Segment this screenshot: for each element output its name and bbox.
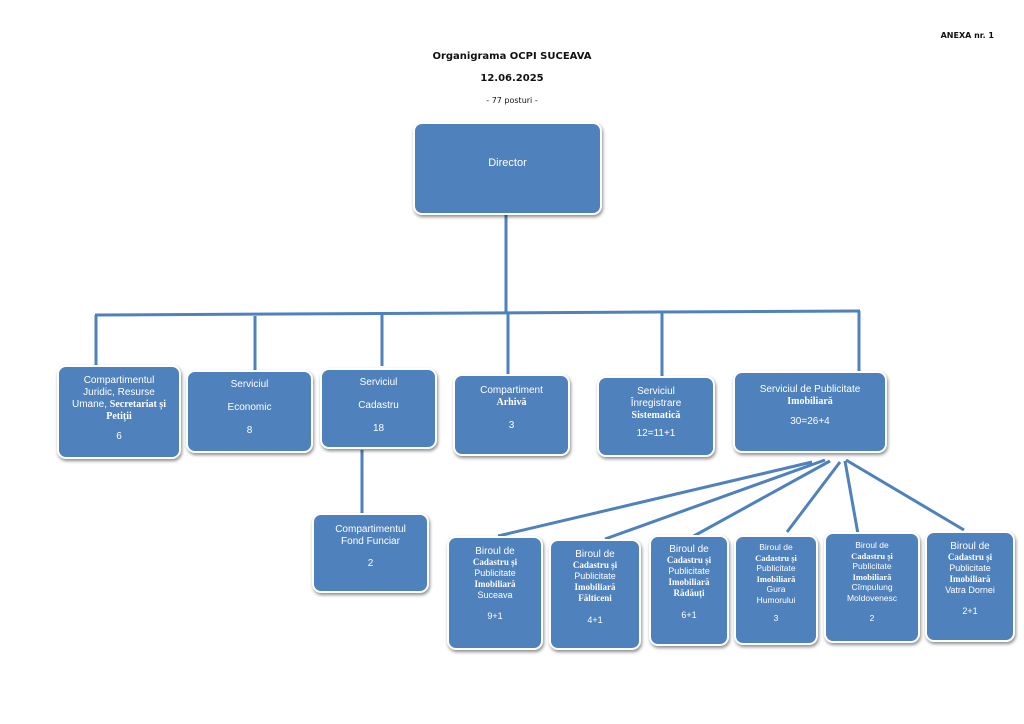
birou-campulung: Biroul de Cadastru și Publicitate Imobil… <box>824 532 920 643</box>
birou-suceava-count: 9+1 <box>487 611 503 621</box>
dept-inregistrare-line1: Serviciul <box>637 386 675 397</box>
pub-to-vatra <box>845 458 965 532</box>
dept-juridic-line4: Petiții <box>106 411 132 422</box>
birou-falticeni: Biroul de Cadastru și Publicitate Imobil… <box>549 539 641 650</box>
fond-funciar-box: Compartimentul Fond Funciar 2 <box>312 513 429 593</box>
top-bus <box>94 309 861 317</box>
dept-juridic-count: 6 <box>116 431 122 442</box>
birou-vatra-l2: Cadastru și <box>947 552 993 562</box>
birou-gura-l2: Cadastru și <box>755 552 797 563</box>
birou-gura-count: 3 <box>773 613 779 623</box>
birou-campulung-l6: Moldovenesc <box>846 592 898 603</box>
pub-to-suceava <box>497 460 813 538</box>
birou-vatra-dornei: Biroul de Cadastru și Publicitate Imobil… <box>925 531 1015 642</box>
dept-juridic-line2: Juridic, Resurse <box>83 387 155 398</box>
birou-falticeni-l5: Fălticeni <box>578 593 612 603</box>
birou-suceava-l3: Publicitate <box>474 568 516 578</box>
dept-inregistrare-count: 12=11+1 <box>636 428 676 439</box>
birou-campulung-l4: Imobiliară <box>852 571 892 582</box>
dept-inregistrare: Serviciul Înregistrare Sistematică 12=11… <box>597 376 715 457</box>
dept-arhiva-line2: Arhivă <box>496 397 527 408</box>
pub-to-radauti <box>691 459 831 539</box>
birou-gura-humorului: Biroul de Cadastru și Publicitate Imobil… <box>734 535 818 645</box>
birou-suceava-l5: Suceava <box>477 590 513 600</box>
birou-radauti-count: 6+1 <box>681 610 697 620</box>
birou-gura-l3: Publicitate <box>756 563 796 573</box>
director-label: Director <box>488 157 527 169</box>
dept-publicitate: Serviciul de Publicitate Imobiliară 30=2… <box>733 371 887 453</box>
birou-falticeni-l1: Biroul de <box>575 549 615 560</box>
page-title: Organigrama OCPI SUCEAVA <box>432 51 592 62</box>
dept-economic: Serviciul Economic 8 <box>186 370 313 453</box>
birou-vatra-l5: Vatra Dornei <box>945 585 995 595</box>
birou-suceava-l1: Biroul de <box>475 546 515 557</box>
birou-radauti-l2: Cadastru și <box>666 555 712 565</box>
birou-vatra-count: 2+1 <box>962 606 978 616</box>
birou-falticeni-count: 4+1 <box>587 615 603 625</box>
birou-campulung-l3: Publicitate <box>852 561 892 571</box>
birou-falticeni-l4: Imobiliară <box>574 582 616 592</box>
dept-publicitate-count: 30=26+4 <box>790 416 830 427</box>
dept-arhiva-count: 3 <box>508 420 515 431</box>
dept-juridic: Compartimentul Juridic, Resurse Umane, S… <box>57 365 181 459</box>
fond-funciar-line1: Compartimentul <box>335 524 406 535</box>
pub-to-falticeni <box>604 458 826 541</box>
dept-publicitate-line2: Imobiliară <box>787 396 833 407</box>
birou-gura-l1: Biroul de <box>759 542 793 552</box>
birou-suceava-l2: Cadastru și <box>472 557 518 567</box>
page-date: 12.06.2025 <box>480 73 544 84</box>
dept-inregistrare-line3: Sistematică <box>631 410 681 421</box>
dept-economic-line1: Serviciul <box>230 379 269 390</box>
birou-suceava-l4: Imobiliară <box>474 579 516 589</box>
dept-economic-count: 8 <box>246 425 253 436</box>
birou-radauti-l3: Publicitate <box>668 566 710 576</box>
birou-gura-l4: Imobiliară <box>756 573 796 584</box>
total-posts: - 77 posturi - <box>486 96 538 105</box>
dept-economic-line2: Economic <box>227 402 272 413</box>
dept-cadastru-line1: Serviciul <box>359 377 398 388</box>
birou-campulung-l1: Biroul de <box>855 540 889 550</box>
dept-cadastru-line2: Cadastru <box>358 400 399 411</box>
dept-inregistrare-line2: Înregistrare <box>630 398 682 409</box>
birou-vatra-l4: Imobiliară <box>949 574 991 584</box>
dept-juridic-line1: Compartimentul <box>83 375 155 386</box>
pub-to-campulung <box>843 460 860 535</box>
birou-radauti-l1: Biroul de <box>669 544 709 555</box>
birou-radauti-l5: Rădăuți <box>673 588 705 598</box>
dept-cadastru-count: 18 <box>372 423 385 434</box>
pub-to-gura <box>785 461 842 533</box>
birou-vatra-l3: Publicitate <box>949 563 991 573</box>
birou-campulung-count: 2 <box>869 613 875 623</box>
annex-label: ANEXA nr. 1 <box>940 31 994 40</box>
dept-cadastru: Serviciul Cadastru 18 <box>320 368 437 449</box>
birou-falticeni-l3: Publicitate <box>574 571 616 581</box>
dept-juridic-line3a: Umane, <box>72 399 108 410</box>
birou-falticeni-l2: Cadastru și <box>572 560 618 570</box>
fond-funciar-line2: Fond Funciar <box>341 536 400 547</box>
birou-radauti: Biroul de Cadastru și Publicitate Imobil… <box>649 535 729 646</box>
birou-radauti-l4: Imobiliară <box>668 577 710 587</box>
director-box: Director <box>413 122 602 215</box>
birou-gura-l5: Gura <box>766 584 786 594</box>
dept-juridic-line3b: Secretariat și <box>109 399 166 410</box>
fond-funciar-count: 2 <box>367 558 374 569</box>
birou-gura-l6: Humorului <box>756 594 796 605</box>
dept-arhiva: Compartiment Arhivă 3 <box>453 374 570 456</box>
dept-publicitate-line1: Serviciul de Publicitate <box>759 384 861 395</box>
birou-campulung-l2: Cadastru și <box>851 550 893 561</box>
birou-vatra-l1: Biroul de <box>950 541 990 552</box>
birou-suceava: Biroul de Cadastru și Publicitate Imobil… <box>447 536 543 650</box>
birou-campulung-l5: Cîmpulung <box>851 582 893 592</box>
dept-arhiva-line1: Compartiment <box>480 385 543 396</box>
